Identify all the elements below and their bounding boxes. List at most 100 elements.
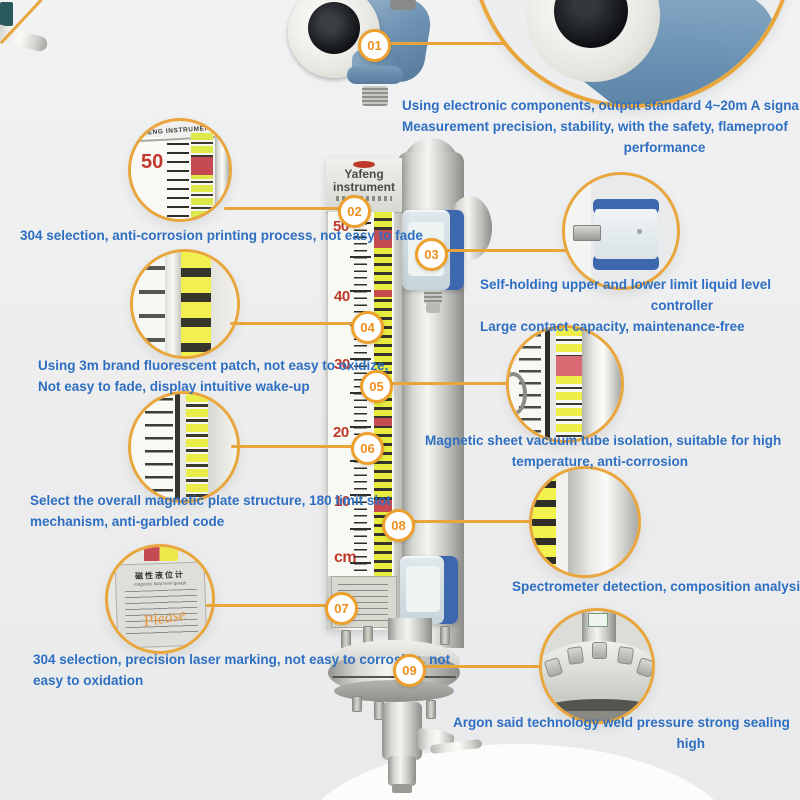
- upper-switch-nut: [426, 303, 440, 313]
- feature-text-06: Select the overall magnetic plate struct…: [30, 491, 391, 533]
- feature-text-07: 304 selection, precision laser marking, …: [33, 650, 451, 692]
- corner-photo-fragment: [0, 2, 13, 26]
- detail-04-ticks: [139, 266, 165, 350]
- detail-circle-04-fluorescent: [130, 249, 240, 359]
- detail-03-screw: [637, 229, 642, 234]
- callout-line-01: [386, 42, 506, 45]
- flange-lower-stud-1: [352, 696, 362, 712]
- detail-06-dark-rail: [175, 394, 180, 500]
- feature-04-line2: Not easy to fade, display intuitive wake…: [38, 378, 310, 394]
- badge-03-number: 03: [424, 247, 439, 262]
- detail-09-bolt-4: [616, 646, 635, 665]
- detail-05-flags: [556, 328, 582, 440]
- detail-05-digit-fragment: [509, 372, 527, 416]
- detail-circle-09-flange: [539, 608, 655, 724]
- feature-04-line1: Using 3m brand fluorescent patch, not ea…: [38, 358, 389, 373]
- feature-01-line1: Using electronic components, output stan…: [402, 98, 800, 113]
- badge-09-number: 09: [402, 663, 417, 678]
- callout-badge-05: 05: [360, 370, 393, 403]
- detail-02-flag-red: [191, 157, 213, 175]
- flag-red-band-3: [374, 418, 392, 426]
- detail-08-tube: [568, 469, 638, 575]
- feature-text-08: Spectrometer detection, composition anal…: [512, 577, 800, 598]
- feature-06-line1: Select the overall magnetic plate struct…: [30, 493, 391, 508]
- detail-07-plate: 磁性液位计 magnetic float level gauge Please: [114, 561, 208, 649]
- detail-05-gap: [550, 328, 556, 440]
- callout-badge-08: 08: [382, 509, 415, 542]
- brand-name-line2: instrument: [332, 180, 395, 194]
- callout-badge-06: 06: [351, 432, 384, 465]
- badge-04-number: 04: [360, 320, 375, 335]
- flange-lower-stud-4: [426, 700, 436, 719]
- feature-07-line2: easy to oxidation: [33, 672, 144, 688]
- feature-05-line2: temperature, anti-corrosion: [511, 453, 688, 469]
- detail-05-ticks: [519, 334, 541, 436]
- callout-badge-07: 07: [325, 592, 358, 625]
- display-lens: [308, 2, 360, 54]
- detail-05-dark-rail: [545, 328, 550, 440]
- detail-09-bolt-2: [566, 646, 585, 665]
- upper-switch-gland: [424, 290, 442, 304]
- feature-text-03: Self-holding upper and lower limit liqui…: [480, 275, 771, 338]
- callout-line-05: [386, 382, 508, 385]
- scale-label-40: 40: [334, 288, 350, 305]
- feature-03-line3: Large contact capacity, maintenance-free: [480, 318, 745, 334]
- detail-05-tube: [582, 328, 621, 440]
- callout-line-02: [224, 207, 340, 210]
- feature-02-line1: 304 selection, anti-corrosion printing p…: [20, 228, 423, 243]
- badge-06-number: 06: [360, 441, 375, 456]
- detail-07-flag-fragment: [144, 547, 178, 561]
- feature-07-line1: 304 selection, precision laser marking, …: [33, 652, 451, 667]
- feature-06-line2: mechanism, anti-garbled code: [30, 513, 225, 529]
- callout-badge-09: 09: [393, 654, 426, 687]
- flange-stud-3: [440, 626, 450, 645]
- badge-02-number: 02: [347, 204, 362, 219]
- detail-circle-07-nameplate: 磁性液位计 magnetic float level gauge Please: [105, 544, 215, 654]
- callout-badge-03: 03: [415, 238, 448, 271]
- detail-06-ticks: [145, 398, 173, 498]
- detail-02-frame-edge: [215, 121, 229, 219]
- feature-text-04: Using 3m brand fluorescent patch, not ea…: [38, 356, 389, 398]
- detail-09-bolt-3: [592, 642, 607, 659]
- detail-02-number: 50: [141, 151, 164, 173]
- detail-02-ticks: [167, 143, 189, 217]
- threaded-connector: [362, 86, 388, 106]
- conduit-stub: [390, 0, 416, 10]
- detail-04-right-face: [211, 252, 237, 356]
- detail-circle-03-controller: [562, 172, 680, 290]
- flag-red-band-4: [374, 500, 392, 512]
- feature-08-line1: Spectrometer detection, composition anal…: [512, 579, 800, 594]
- drain-valve-body: [382, 702, 422, 760]
- valve-bottom-tip: [388, 756, 416, 786]
- feature-09-line2: high: [676, 735, 706, 751]
- feature-text-02: 304 selection, anti-corrosion printing p…: [20, 226, 423, 247]
- scale-label-30: 30: [334, 356, 350, 373]
- detail-08-flags: [532, 469, 556, 575]
- detail-06-gap: [180, 394, 186, 500]
- feature-01-line2: Measurement precision, stability, with t…: [402, 118, 788, 134]
- detail-08-gap: [556, 469, 568, 575]
- feature-01-line3: performance: [623, 139, 706, 155]
- tick-marks-major: [350, 222, 371, 572]
- detail-04-mid-strip: [165, 252, 181, 356]
- flag-red-band-1: [374, 230, 392, 248]
- callout-line-07: [206, 604, 327, 607]
- detail-circle-02-scale: ENG INSTRUMENT 50: [128, 118, 232, 222]
- badge-05-number: 05: [369, 379, 384, 394]
- callout-badge-02: 02: [338, 195, 371, 228]
- lower-switch-face: [406, 566, 440, 612]
- callout-line-03: [441, 249, 567, 252]
- badge-08-number: 08: [391, 518, 406, 533]
- feature-09-line1: Argon said technology weld pressure stro…: [453, 715, 790, 730]
- detail-06-flags: [186, 394, 208, 500]
- stem-rod: [368, 104, 379, 166]
- callout-line-06: [231, 445, 353, 448]
- detail-circle-08-spectrometer: [529, 466, 641, 578]
- flag-red-band-2: [374, 290, 392, 297]
- brand-logo: [353, 161, 375, 168]
- callout-badge-01: 01: [358, 29, 391, 62]
- feature-03-line2: controller: [650, 297, 713, 313]
- callout-line-04: [230, 322, 354, 325]
- detail-09-bottom: [542, 711, 652, 721]
